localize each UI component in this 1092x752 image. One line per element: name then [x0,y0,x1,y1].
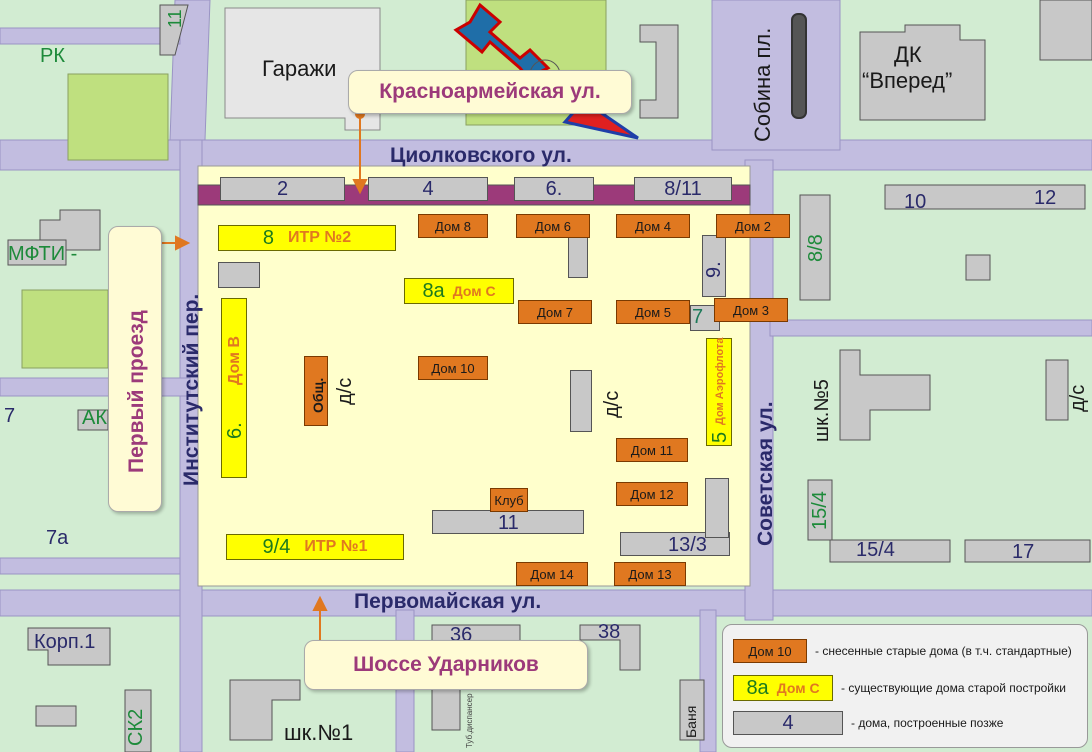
street-tsiolkovskogo: Циолковского ул. [390,144,572,167]
old-aeroflot-num: 5 [709,431,731,443]
legend-newer-text: - дома, построенные позже [851,716,1004,730]
square-sobina: Собина пл. [750,27,775,142]
street-institutsky: Институтский пер. [180,293,203,486]
legend-newer-num: 4 [782,711,794,734]
legend-old-text: - существующие дома старой постройки [841,681,1066,695]
building-8-11: 8/11 [634,177,732,201]
building-2: 2 [220,177,345,201]
demolished-dom4: Дом 4 [616,214,690,238]
label-15-4: 15/4 [856,539,895,561]
dk-label: ДК [894,42,922,67]
old-domc: 8а Дом С [404,278,514,304]
old-itr1-name: ИТР №1 [304,538,368,555]
building-4-label: 4 [422,177,434,200]
building-small-left [218,262,260,288]
old-domb-name: Дом В [226,336,243,385]
demolished-dom3: Дом 3 [714,298,788,322]
demolished-dom10: Дом 10 [418,356,488,380]
legend-row-newer: 4 - дома, построенные позже [733,711,1003,735]
old-domb: 6. Дом В [221,298,247,478]
demolished-dom5: Дом 5 [616,300,690,324]
building-9 [702,235,726,297]
demolished-dom11: Дом 11 [616,438,688,462]
korp1-label: Корп.1 [34,631,96,653]
callout-perviy-proezd: Первый проезд [108,226,162,512]
old-itr1-num: 9/4 [262,535,291,558]
building-4: 4 [368,177,488,201]
demolished-dom14: Дом 14 [516,562,588,586]
legend: Дом 10 - снесенные старые дома (в т.ч. с… [722,624,1088,748]
rk-label: РК [40,45,65,67]
legend-old-num: 8а [746,676,769,699]
old-itr2-name: ИТР №2 [288,229,352,246]
demolished-dom13: Дом 13 [614,562,686,586]
label-12: 12 [1034,187,1057,209]
building-ds-center [570,370,592,432]
sobina-square-monument [791,13,807,119]
street-sovetskaya: Советская ул. [754,401,777,546]
old-domc-num: 8а [422,279,445,302]
label-10: 10 [904,191,927,213]
demolished-dom2: Дом 2 [716,214,790,238]
street-pervomayskaya: Первомайская ул. [354,590,542,613]
building-8-11-label: 8/11 [664,177,702,200]
demolished-dom6: Дом 6 [516,214,590,238]
legend-row-demolished: Дом 10 - снесенные старые дома (в т.ч. с… [733,639,1072,663]
building-2-label: 2 [276,177,289,200]
legend-old-swatch: 8а Дом С [733,675,833,701]
building-6: 6. [514,177,594,201]
building-11 [432,510,584,534]
vpered-label: “Вперед” [862,68,953,93]
demolished-dom8: Дом 8 [418,214,488,238]
demolished-klub: Клуб [490,488,528,512]
label-17: 17 [1012,541,1035,563]
old-aeroflot: 5 Дом Аэрофлота [706,338,732,446]
legend-demolished-text: - снесенные старые дома (в т.ч. стандарт… [815,644,1072,658]
legend-old-name: Дом С [776,680,820,696]
building-13-3-wing [705,478,729,538]
legend-newer-swatch: 4 [733,711,843,735]
garages-label: Гаражи [262,56,337,81]
old-aeroflot-name: Дом Аэрофлота [714,337,726,425]
demolished-dom12: Дом 12 [616,482,688,506]
callout-perviy-proezd-text: Первый проезд [125,310,148,473]
callout-shosse-text: Шоссе Ударников [353,653,539,676]
mfti-label: МФТИ - [8,243,78,265]
ak-label: АК [82,407,107,429]
demolished-dom7: Дом 7 [518,300,592,324]
label-11: 11 [498,512,519,534]
callout-krasnoarmeyskaya-text: Красноармейская ул. [379,80,601,103]
legend-row-old: 8а Дом С - существующие дома старой пост… [733,675,1066,701]
building-6-label: 6. [545,177,563,200]
label-7a: 7а [46,527,69,549]
school1-label: шк.№1 [284,720,354,745]
callout-krasnoarmeyskaya: Красноармейская ул. [348,70,632,114]
obshch-label: Общ. [310,377,326,413]
legend-demolished-swatch: Дом 10 [733,639,807,663]
old-itr2-num: 8 [262,226,274,249]
label-7b: 7 [692,306,704,328]
callout-shosse: Шоссе Ударников [304,640,588,690]
label-13-3: 13/3 [668,534,707,556]
old-itr1: 9/4 ИТР №1 [226,534,404,560]
old-domb-num: 6. [224,422,246,439]
old-domc-name: Дом С [452,283,496,299]
demolished-obshch: Общ. [304,356,328,426]
old-itr2: 8 ИТР №2 [218,225,396,251]
label-38: 38 [598,621,621,643]
label-7-left: 7 [4,405,16,427]
